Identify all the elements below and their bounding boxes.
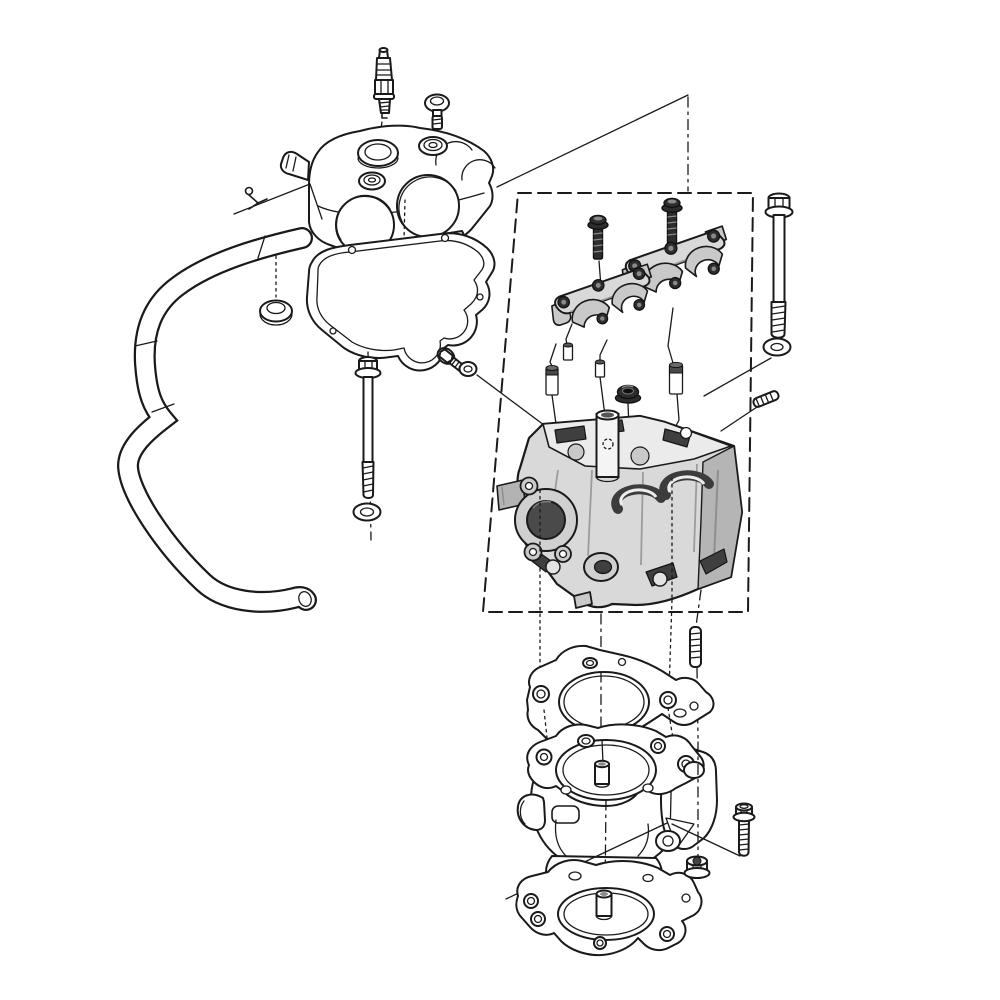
small-flange-bolt-washer — [436, 347, 553, 432]
holder-bolt-left — [587, 214, 609, 288]
long-flange-bolt-right — [703, 192, 794, 397]
cylinder-head — [496, 409, 744, 609]
valve-lash-caps — [545, 307, 684, 456]
grouping-box — [482, 192, 754, 613]
long-flange-bolt-left — [352, 351, 382, 541]
cover-spigot — [279, 150, 310, 181]
camshaft-holder-left — [551, 263, 653, 328]
cylinder-stud — [689, 626, 702, 668]
breather-hose — [116, 227, 317, 613]
head-cover-gasket — [305, 232, 496, 372]
leader-apex — [496, 94, 689, 192]
spark-plug-tube — [595, 409, 620, 483]
flange-nut — [683, 855, 711, 879]
cover-seal-bolt — [424, 93, 450, 146]
holder-bolt-right — [661, 197, 683, 265]
dowel-pin-upper — [594, 759, 610, 788]
hose-clip — [233, 183, 323, 220]
cylinder-head-cover — [279, 124, 496, 257]
stud-short — [720, 390, 780, 432]
dowel-pin-lower — [595, 889, 613, 921]
cylinder — [516, 723, 718, 909]
lower-flange-bolt — [732, 802, 756, 857]
